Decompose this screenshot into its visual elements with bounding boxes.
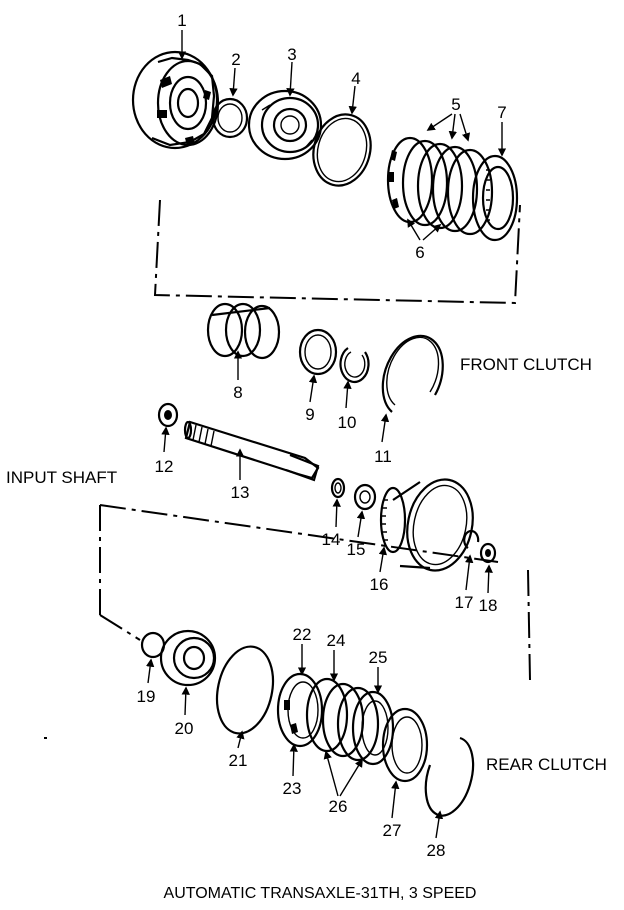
part-12-thrust-washer (157, 402, 179, 428)
callout-3: 3 (287, 45, 296, 64)
callout-5: 5 (451, 95, 460, 114)
section-label-input-shaft: INPUT SHAFT (6, 468, 117, 487)
part-10-snap-ring (339, 347, 370, 384)
callout-22: 22 (293, 625, 312, 644)
callout-2: 2 (231, 50, 240, 69)
callout-23: 23 (283, 779, 302, 798)
part-7-pressure-plate (471, 154, 519, 242)
callout-17: 17 (455, 593, 474, 612)
section-label-rear-clutch: REAR CLUTCH (486, 755, 607, 774)
part-21-seal-ring (215, 645, 275, 735)
part-2-snap-ring (211, 97, 249, 139)
callout-4: 4 (351, 69, 360, 88)
callout-16: 16 (370, 575, 389, 594)
callout-28: 28 (427, 841, 446, 860)
callout-6: 6 (415, 243, 424, 262)
callout-21: 21 (229, 751, 248, 770)
callout-8: 8 (233, 383, 242, 402)
part-27-pressure-plate (381, 707, 429, 783)
callout-27: 27 (383, 821, 402, 840)
callout-1: 1 (177, 11, 186, 30)
callout-13: 13 (231, 483, 250, 502)
part-15-thrust-washer (353, 483, 377, 511)
part-13-input-shaft (183, 420, 320, 482)
callout-numbers: 1 2 3 4 5 6 7 8 9 10 11 12 13 14 15 16 1… (137, 11, 507, 860)
part-9-seal-ring (298, 328, 338, 376)
callout-7: 7 (497, 103, 506, 122)
part-18-washer (479, 542, 497, 564)
callout-18: 18 (479, 596, 498, 615)
part-1-front-clutch-drum (131, 50, 220, 150)
callout-25: 25 (369, 648, 388, 667)
callout-26: 26 (329, 797, 348, 816)
diagram-caption: AUTOMATIC TRANSAXLE-31TH, 3 SPEED (164, 885, 477, 902)
callout-24: 24 (327, 631, 346, 650)
stray-dot (44, 737, 47, 739)
part-20-rear-piston (159, 629, 217, 687)
front-clutch-group-bracket (153, 199, 521, 305)
part-3-piston (247, 89, 323, 161)
section-label-front-clutch: FRONT CLUTCH (460, 355, 592, 374)
part-28-snap-ring (424, 736, 475, 817)
part-5-6-clutch-plates (386, 136, 494, 236)
part-11-large-snap-ring (381, 334, 444, 413)
callout-11: 11 (374, 447, 392, 466)
callout-14: 14 (322, 530, 341, 549)
callout-15: 15 (347, 540, 366, 559)
part-17-snap-ring (463, 529, 480, 549)
part-14-bushing (330, 477, 346, 499)
part-16-rear-clutch-drum (379, 478, 474, 572)
callout-9: 9 (305, 405, 314, 424)
callout-20: 20 (175, 719, 194, 738)
callout-10: 10 (338, 413, 357, 432)
callout-12: 12 (155, 457, 174, 476)
leader-lines (145, 30, 507, 839)
part-4-seal-ring (312, 113, 372, 187)
part-8-return-spring (206, 302, 281, 360)
rear-clutch-group-bracket (99, 504, 531, 681)
callout-19: 19 (137, 687, 156, 706)
